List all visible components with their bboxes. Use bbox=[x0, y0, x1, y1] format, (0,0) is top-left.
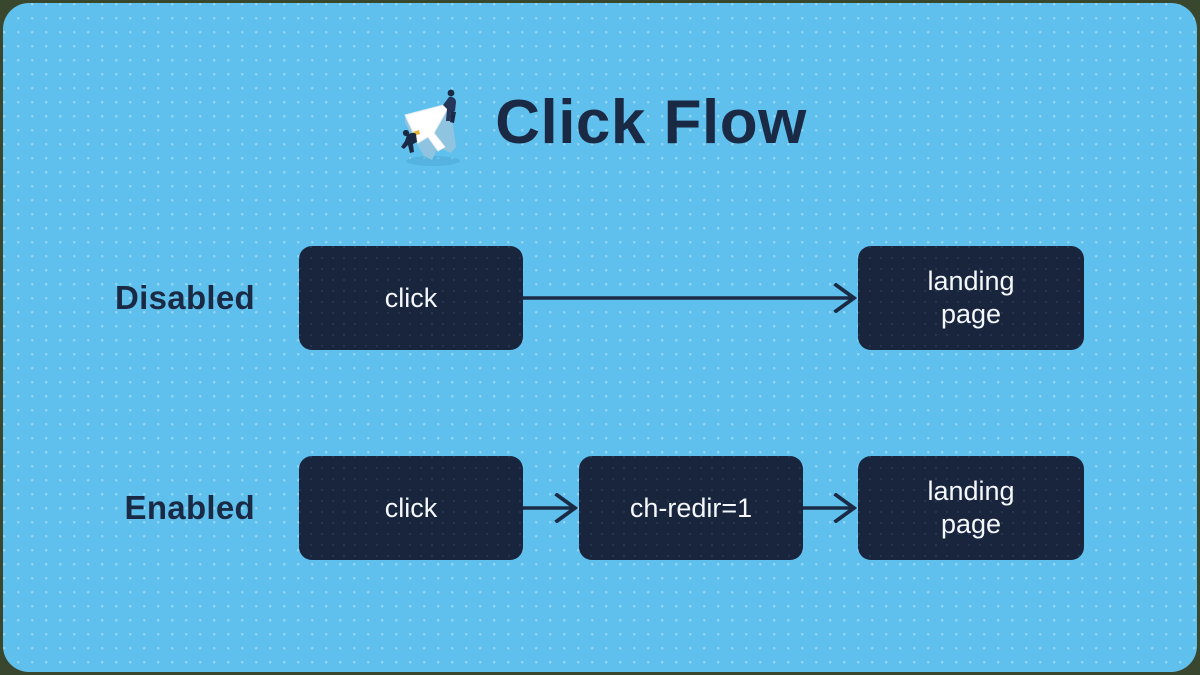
click-node[interactable]: click bbox=[299, 456, 523, 560]
flow-arrow-long bbox=[523, 283, 859, 313]
row-label-disabled: Disabled bbox=[115, 279, 255, 316]
landing-page-node[interactable]: landing page bbox=[858, 246, 1084, 350]
page-title: Click Flow bbox=[495, 88, 807, 157]
click-node-label: click bbox=[384, 282, 438, 313]
diagram-card: Click Flow Disabled click landing page bbox=[3, 3, 1197, 672]
click-node-label: click bbox=[384, 492, 438, 523]
row-label-enabled: Enabled bbox=[124, 489, 255, 526]
figure-pushing bbox=[401, 129, 421, 153]
flow-row-enabled: Enabled click ch-redir=1 bbox=[3, 453, 1197, 563]
cursor-arrow-icon bbox=[401, 89, 461, 166]
landing-page-node-label: landing page bbox=[927, 475, 1014, 541]
ch-redir-node-label: ch-redir=1 bbox=[629, 492, 753, 523]
landing-line-2: page bbox=[940, 509, 1002, 539]
flow-arrow-short-1 bbox=[523, 493, 580, 523]
ch-redir-node[interactable]: ch-redir=1 bbox=[579, 456, 803, 560]
landing-line-2: page bbox=[940, 299, 1002, 329]
click-node[interactable]: click bbox=[299, 246, 523, 350]
landing-page-node-label: landing page bbox=[927, 265, 1014, 331]
flow-arrow-short-2 bbox=[803, 493, 859, 523]
landing-line-1: landing bbox=[927, 476, 1015, 507]
flow-row-disabled: Disabled click landing page bbox=[3, 243, 1197, 353]
figure-climbing bbox=[443, 89, 457, 123]
page-header: Click Flow bbox=[3, 73, 1197, 173]
landing-page-node[interactable]: landing page bbox=[858, 456, 1084, 560]
landing-line-1: landing bbox=[927, 266, 1015, 297]
